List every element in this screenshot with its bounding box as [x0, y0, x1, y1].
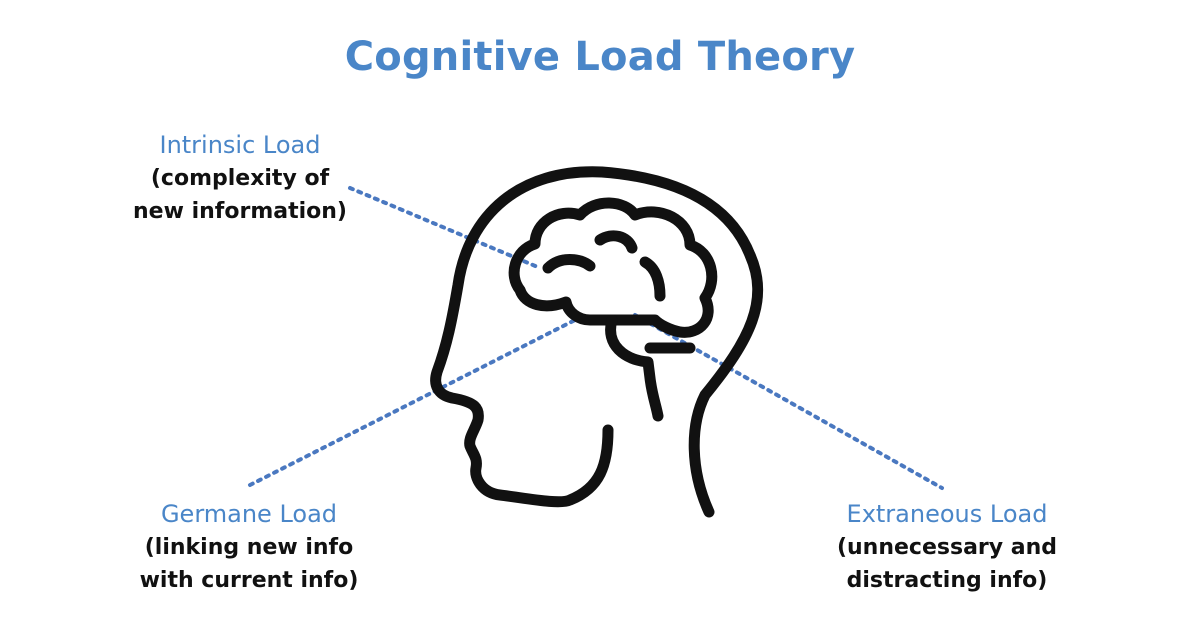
brain-fold-2 [594, 230, 638, 254]
germane-load-label: Germane Load (linking new info with curr… [124, 497, 374, 597]
extraneous-load-title: Extraneous Load [846, 500, 1048, 528]
intrinsic-load-label: Intrinsic Load (complexity of new inform… [120, 128, 360, 228]
brain-fold-1 [542, 254, 596, 274]
head-outline [430, 166, 764, 518]
head-with-brain-icon [430, 166, 764, 518]
germane-load-desc-line2: with current info) [139, 568, 359, 593]
diagram-title: Cognitive Load Theory [344, 34, 856, 80]
germane-load-title: Germane Load [160, 500, 338, 528]
connector-extraneous [633, 313, 944, 490]
intrinsic-load-desc-line1: (complexity of [150, 166, 330, 191]
extraneous-load-desc-line1: (unnecessary and [836, 535, 1058, 560]
brain-stem [605, 314, 664, 422]
brain-fold-3 [639, 256, 666, 302]
extraneous-load-label: Extraneous Load (unnecessary and distrac… [822, 497, 1072, 597]
intrinsic-load-desc-line2: new information) [133, 199, 347, 224]
connector-germane [248, 318, 577, 487]
brain-cortex [508, 197, 718, 338]
intrinsic-load-title: Intrinsic Load [159, 131, 321, 159]
connector-intrinsic [348, 186, 542, 270]
extraneous-load-desc-line2: distracting info) [846, 568, 1048, 593]
germane-load-desc-line1: (linking new info [144, 535, 354, 560]
